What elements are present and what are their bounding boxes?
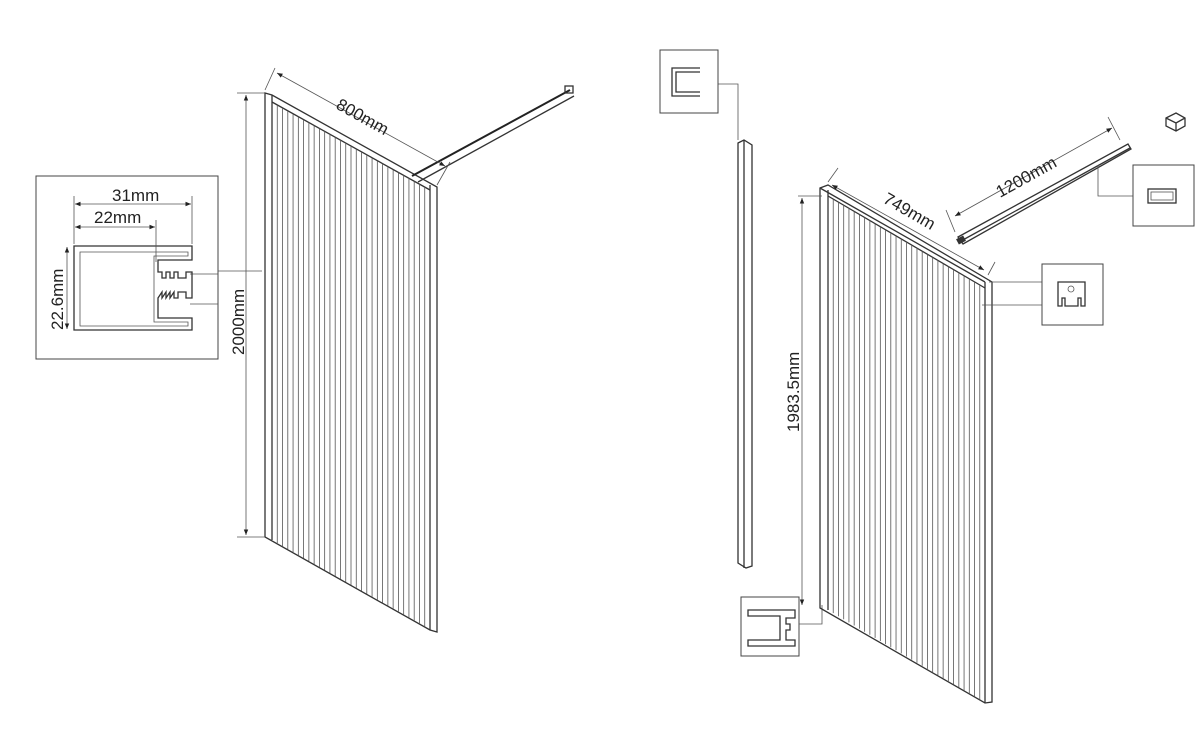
profile-detail-left: 31mm 22mm 22.6mm xyxy=(35,175,262,360)
profile-inner-width: 22mm xyxy=(94,208,141,227)
left-glass-panel xyxy=(264,92,438,633)
width-label-800: 800mm xyxy=(333,95,392,139)
top-frame-profile-detail xyxy=(982,263,1104,326)
height-label-1983: 1983.5mm xyxy=(784,352,803,432)
dimension-1983: 1983.5mm xyxy=(784,195,822,605)
right-panel-flutes xyxy=(832,199,981,700)
height-label-2000: 2000mm xyxy=(229,289,248,355)
arm-profile-detail-box xyxy=(1132,164,1195,227)
profile-shape xyxy=(73,245,193,331)
u-channel-detail-box xyxy=(659,49,719,114)
wall-u-channel xyxy=(659,49,753,569)
wall-bracket xyxy=(564,85,574,94)
bottom-profile-detail xyxy=(740,596,823,657)
profile-outer-width: 31mm xyxy=(112,186,159,205)
right-glass-panel xyxy=(819,184,993,704)
end-cap-icon xyxy=(1165,112,1186,132)
arm-length-label-1200: 1200mm xyxy=(993,153,1060,202)
right-support-arm: 1200mm xyxy=(945,112,1195,245)
profile-depth: 22.6mm xyxy=(48,269,67,330)
dimension-2000: 2000mm xyxy=(229,92,265,538)
arm-line xyxy=(411,89,571,177)
left-support-arm xyxy=(411,85,575,183)
arm-line xyxy=(417,95,575,183)
left-panel-flutes xyxy=(276,104,426,627)
